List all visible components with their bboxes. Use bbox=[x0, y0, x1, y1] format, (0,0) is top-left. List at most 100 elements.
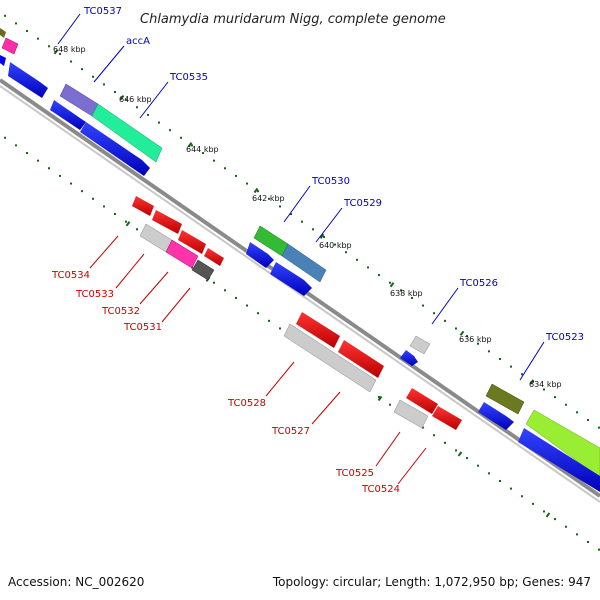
major-tick bbox=[119, 94, 125, 101]
label-tc0526[interactable]: TC0526 bbox=[459, 278, 498, 289]
gene-tc0523[interactable] bbox=[525, 409, 600, 479]
gene-tc0528[interactable] bbox=[296, 312, 340, 348]
major-tick bbox=[459, 330, 465, 336]
tick-dot bbox=[268, 197, 270, 200]
gene-olive-top[interactable] bbox=[0, 28, 6, 38]
outer-tick-rail bbox=[4, 14, 600, 429]
tick-dot bbox=[235, 296, 237, 299]
label-acca[interactable]: accA bbox=[126, 36, 150, 47]
label-tc0525[interactable]: TC0525 bbox=[335, 468, 374, 479]
tick-dot bbox=[411, 296, 413, 299]
tick-label: 648 kbp bbox=[53, 45, 86, 54]
tick-dot bbox=[257, 312, 259, 315]
tick-dot bbox=[345, 251, 347, 254]
tick-dot bbox=[477, 342, 479, 345]
reverse-genes bbox=[132, 196, 462, 430]
tick-dot bbox=[521, 495, 523, 498]
tick-dot bbox=[268, 319, 270, 322]
gene-blue-cds[interactable] bbox=[50, 100, 86, 130]
tick-dot bbox=[587, 418, 589, 421]
leader-lines bbox=[57, 13, 545, 485]
forward-gene-labels: TC0537 accA TC0535 TC0530 TC0529 TC0526 … bbox=[83, 6, 584, 343]
tick-dot bbox=[114, 91, 116, 94]
tick-dot bbox=[213, 281, 215, 284]
label-tc0532[interactable]: TC0532 bbox=[101, 306, 140, 317]
gene-tc0529[interactable] bbox=[281, 243, 327, 283]
tick-dot bbox=[180, 136, 182, 139]
label-tc0535[interactable]: TC0535 bbox=[169, 72, 208, 83]
major-tick bbox=[529, 379, 535, 385]
tick-dot bbox=[70, 182, 72, 185]
label-tc0529[interactable]: TC0529 bbox=[343, 198, 382, 209]
tick-dot bbox=[554, 518, 556, 521]
gene-blue-cds[interactable] bbox=[246, 242, 274, 268]
tick-dot bbox=[301, 220, 303, 223]
tick-dot bbox=[543, 388, 545, 391]
gene-blue-cds[interactable] bbox=[80, 122, 150, 176]
tick-dot bbox=[598, 426, 600, 429]
label-tc0523[interactable]: TC0523 bbox=[545, 332, 584, 343]
tick-dot bbox=[389, 403, 391, 406]
gene-red[interactable] bbox=[178, 230, 206, 254]
tick-dot bbox=[455, 449, 457, 452]
label-tc0530[interactable]: TC0530 bbox=[311, 176, 350, 187]
tick-dot bbox=[466, 457, 468, 460]
gene-tc0525[interactable] bbox=[406, 388, 438, 414]
tick-dot bbox=[598, 548, 600, 551]
tick-dot bbox=[81, 68, 83, 71]
tick-dot bbox=[48, 45, 50, 48]
tick-dot bbox=[532, 502, 534, 505]
gene-tc0537[interactable] bbox=[1, 37, 19, 55]
gene-blue-cds[interactable] bbox=[270, 262, 312, 296]
major-tick bbox=[457, 451, 463, 457]
tick-dot bbox=[356, 258, 358, 261]
tick-dot bbox=[4, 14, 6, 17]
label-tc0537[interactable]: TC0537 bbox=[83, 6, 122, 17]
tick-dot bbox=[4, 136, 6, 139]
gene-red[interactable] bbox=[338, 340, 384, 378]
gene-blue-cds[interactable] bbox=[518, 428, 600, 492]
label-tc0531[interactable]: TC0531 bbox=[123, 322, 162, 333]
gene-tc0534[interactable] bbox=[132, 196, 154, 216]
tick-dot bbox=[378, 274, 380, 277]
gene-red[interactable] bbox=[204, 248, 224, 266]
label-tc0524[interactable]: TC0524 bbox=[361, 484, 400, 495]
label-tc0527[interactable]: TC0527 bbox=[271, 426, 310, 437]
tick-label: 640 kbp bbox=[319, 241, 352, 250]
tick-dot bbox=[334, 243, 336, 246]
gene-tc0531[interactable] bbox=[191, 259, 215, 281]
gene-tc0535[interactable] bbox=[91, 103, 163, 163]
label-tc0534[interactable]: TC0534 bbox=[51, 270, 90, 281]
gene-red[interactable] bbox=[152, 210, 182, 234]
tick-dot bbox=[15, 22, 17, 25]
gene-blue-cds[interactable] bbox=[400, 350, 418, 366]
tick-label: 646 kbp bbox=[119, 95, 152, 104]
gene-tc0532[interactable] bbox=[165, 239, 199, 269]
gene-tc0527[interactable] bbox=[283, 323, 377, 393]
forward-genes bbox=[0, 28, 600, 492]
gene-blue-cds[interactable] bbox=[478, 402, 514, 430]
label-tc0528[interactable]: TC0528 bbox=[227, 398, 266, 409]
gene-tc0533[interactable] bbox=[139, 223, 173, 253]
tick-dot bbox=[455, 327, 457, 330]
label-tc0533[interactable]: TC0533 bbox=[75, 289, 114, 300]
major-tick bbox=[53, 49, 59, 55]
tick-dot bbox=[444, 441, 446, 444]
major-tick bbox=[389, 282, 395, 288]
major-tick bbox=[187, 142, 193, 148]
gene-red[interactable] bbox=[432, 406, 462, 430]
gene-blue-cds[interactable] bbox=[8, 62, 48, 98]
gene-olive[interactable] bbox=[485, 383, 525, 415]
tick-dot bbox=[92, 75, 94, 78]
gene-blue-cds[interactable] bbox=[0, 55, 6, 66]
tick-dot bbox=[378, 396, 380, 399]
gene-tc0526-grey[interactable] bbox=[409, 335, 431, 355]
tick-dot bbox=[48, 167, 50, 170]
tick-dot bbox=[37, 159, 39, 162]
tick-dot bbox=[323, 235, 325, 238]
tick-dot bbox=[510, 487, 512, 490]
major-tick bbox=[377, 395, 383, 402]
gene-tc0524[interactable] bbox=[393, 399, 429, 429]
tick-dot bbox=[125, 98, 127, 101]
